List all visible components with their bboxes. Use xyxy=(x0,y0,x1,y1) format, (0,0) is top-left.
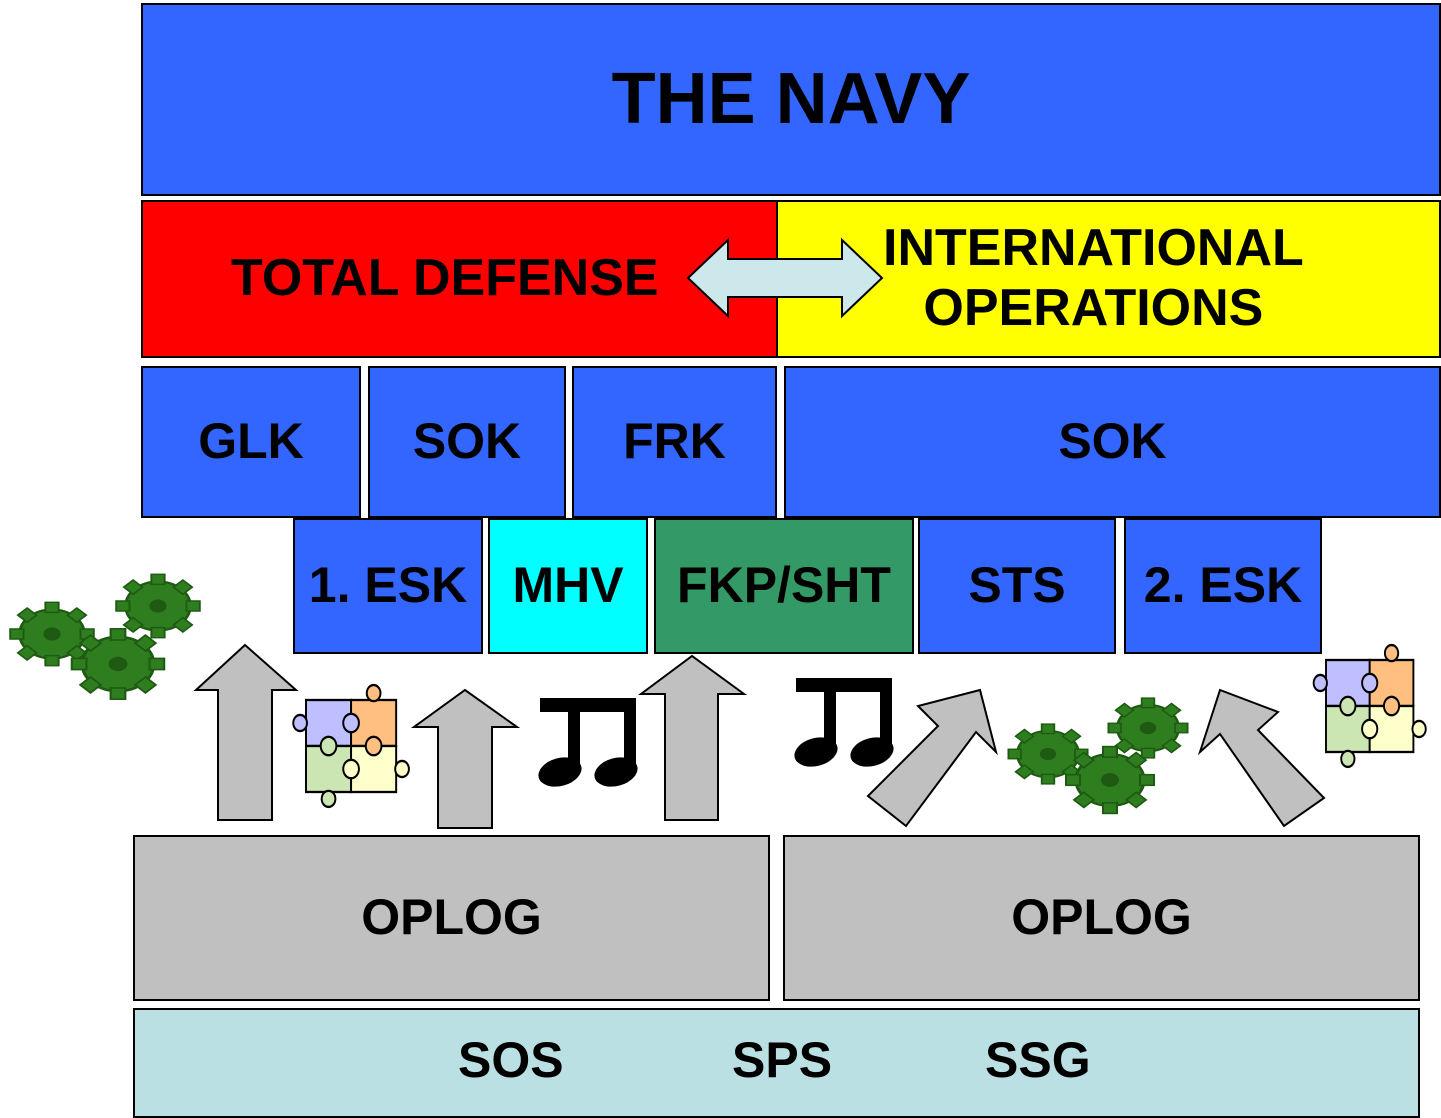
oplog-right: OPLOG xyxy=(783,835,1420,1001)
base-ssg-label: SSG xyxy=(985,1032,1091,1088)
up-arrow-icon xyxy=(866,688,998,828)
command-frk: FRK xyxy=(572,366,777,518)
base-sps-label: SPS xyxy=(732,1032,833,1088)
navy-title: THE NAVY xyxy=(141,3,1441,196)
international-operations-box: INTERNATIONAL OPERATIONS xyxy=(776,200,1441,358)
up-arrow-icon xyxy=(410,688,521,829)
unit-mhv: MHV xyxy=(488,518,648,654)
puzzle-icon xyxy=(292,683,411,809)
music-note-icon xyxy=(791,678,897,772)
total-defense-box: TOTAL DEFENSE xyxy=(141,200,778,358)
oplog-left: OPLOG xyxy=(133,835,770,1001)
unit-fkp-sht: FKP/SHT xyxy=(654,518,914,654)
international-operations-label: INTERNATIONAL OPERATIONS xyxy=(883,219,1304,337)
unit-2-esk: 2. ESK xyxy=(1124,518,1322,654)
base-sos-label: SOS xyxy=(458,1032,564,1088)
gears-icon xyxy=(8,572,202,701)
command-sok-left: SOK xyxy=(368,366,566,518)
command-sok-right: SOK xyxy=(784,366,1441,518)
unit-sts: STS xyxy=(918,518,1116,654)
up-arrow-icon xyxy=(1197,688,1326,828)
up-arrow-icon xyxy=(637,654,748,821)
up-arrow-icon xyxy=(193,643,299,821)
unit-1-esk: 1. ESK xyxy=(293,518,483,654)
music-note-icon xyxy=(535,698,641,792)
total-defense-label: TOTAL DEFENSE xyxy=(231,249,659,308)
gears-icon xyxy=(1007,696,1189,815)
puzzle-icon xyxy=(1312,643,1427,769)
double-arrow-icon xyxy=(686,237,884,319)
command-glk: GLK xyxy=(141,366,361,518)
